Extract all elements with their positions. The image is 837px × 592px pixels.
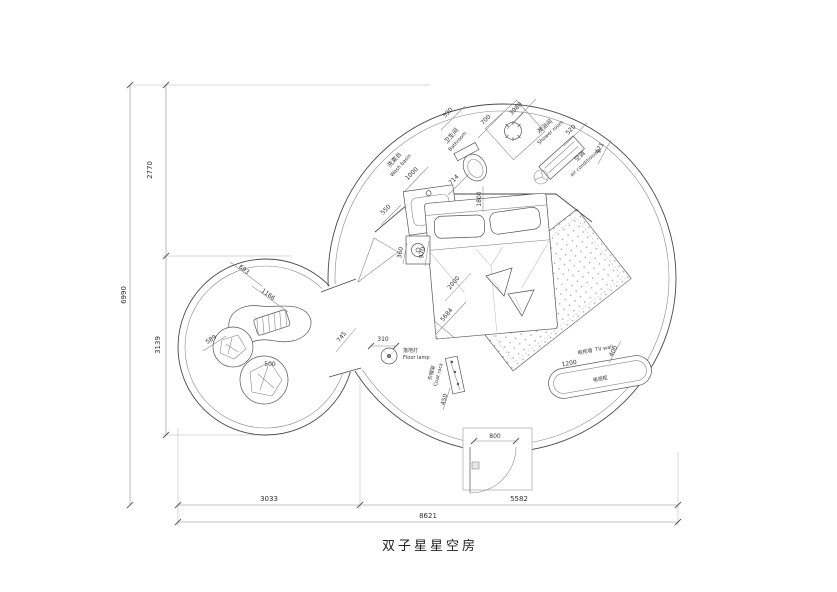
dim-6990: 6990 (120, 286, 128, 304)
dimension-chains (126, 81, 682, 526)
dim-421: 421 (594, 141, 606, 155)
dim-310: 310 (377, 336, 389, 343)
floor-lamp-label-en: Floor lamp (403, 355, 430, 361)
coat-rack-label-cn: 衣帽架 (426, 365, 437, 381)
floor-lamp-label-cn: 落地灯 (403, 347, 418, 354)
dim-400: 400 (608, 344, 620, 358)
dim-1200: 1200 (561, 359, 577, 369)
dim-1166: 1166 (260, 287, 277, 302)
dim-1800: 1800 (476, 191, 483, 206)
dim-360: 360 (396, 246, 405, 259)
dim-800: 800 (489, 433, 501, 440)
floor-lamp: 落地灯 Floor lamp (367, 342, 430, 365)
interior-dimension-lines (202, 98, 622, 411)
blanket-fold (434, 320, 455, 340)
coat-rack: 衣帽架 Coat rack (426, 355, 466, 395)
beanbag-small (212, 326, 254, 368)
dim-1000: 1000 (404, 166, 420, 182)
drawing-title: 双子星星空房 (382, 538, 478, 554)
tv-cabinet: 电视柜 电视墙 TV wall 1200 (548, 344, 652, 399)
dim-590: 590 (441, 106, 454, 119)
hatched-tray (253, 309, 291, 336)
pod-walls (177, 103, 677, 453)
dim-550: 550 (379, 203, 392, 216)
dim-3139: 3139 (154, 336, 162, 354)
pillow-right (489, 206, 541, 235)
bathroom-partition-wall (374, 193, 593, 233)
dim-8621: 8621 (419, 512, 437, 520)
tv-cabinet-label: 电视柜 (592, 374, 608, 384)
dim-970: 970 (418, 246, 427, 259)
cushions (485, 267, 535, 317)
extension-lines (130, 84, 679, 526)
dim-500: 500 (264, 361, 276, 368)
tv-wall-label-cn: 电视墙 (577, 347, 593, 357)
dim-5582: 5582 (510, 495, 528, 503)
air-conditioner (533, 135, 585, 185)
entry-door (462, 427, 533, 494)
small-pod-furniture (212, 305, 312, 405)
dim-700: 700 (479, 113, 492, 126)
dim-693: 693 (237, 264, 251, 277)
pillow-left (433, 214, 485, 239)
dim-2770: 2770 (146, 161, 154, 179)
dim-450: 450 (440, 393, 450, 406)
tv-wall-label-en: TV wall (594, 344, 614, 353)
boundary-dimension-texts: 2770 3139 6990 3033 5582 8621 (120, 161, 528, 520)
dim-3033: 3033 (260, 495, 278, 503)
